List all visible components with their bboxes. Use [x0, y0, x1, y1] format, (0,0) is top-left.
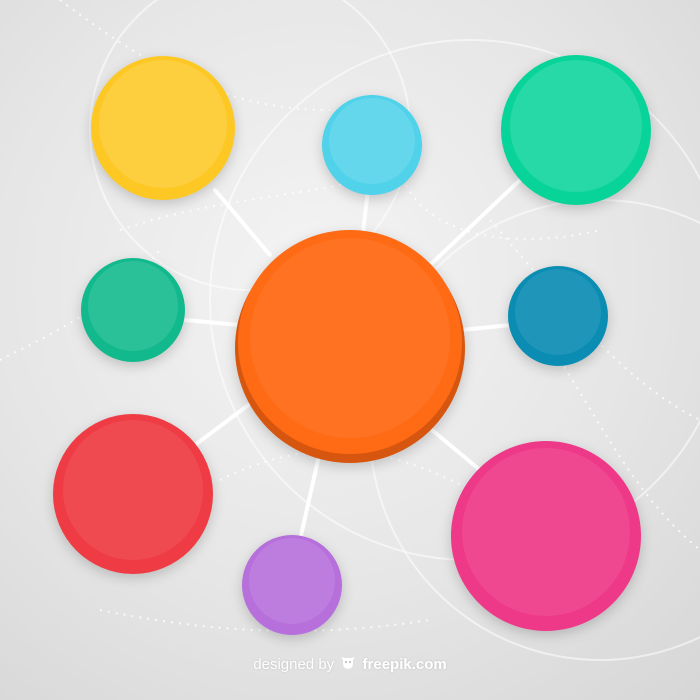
- bubble-pink[interactable]: [451, 441, 641, 631]
- bubble-ocean[interactable]: [508, 266, 608, 366]
- footer-credit[interactable]: designed by freepik.com: [0, 656, 700, 673]
- bubble-center[interactable]: [235, 230, 465, 463]
- connector-mint: [428, 178, 522, 267]
- connector-pink: [430, 428, 482, 472]
- bubble-yellow[interactable]: [91, 56, 235, 200]
- connector-teal: [183, 318, 242, 327]
- credit-brand: freepik.com: [362, 656, 447, 673]
- bubble-mint[interactable]: [501, 55, 651, 205]
- connector-lines: [183, 178, 522, 542]
- connector-yellow: [213, 188, 272, 257]
- bubble-purple[interactable]: [242, 535, 342, 635]
- credit-prefix: designed by: [253, 656, 335, 673]
- freepik-logo-icon: [340, 656, 356, 673]
- bubble-sky[interactable]: [322, 95, 422, 195]
- connector-red: [193, 398, 257, 447]
- connector-ocean: [460, 323, 512, 332]
- bubble-red[interactable]: [53, 414, 213, 574]
- connector-purple: [298, 458, 320, 542]
- bubble-teal-small[interactable]: [81, 258, 185, 362]
